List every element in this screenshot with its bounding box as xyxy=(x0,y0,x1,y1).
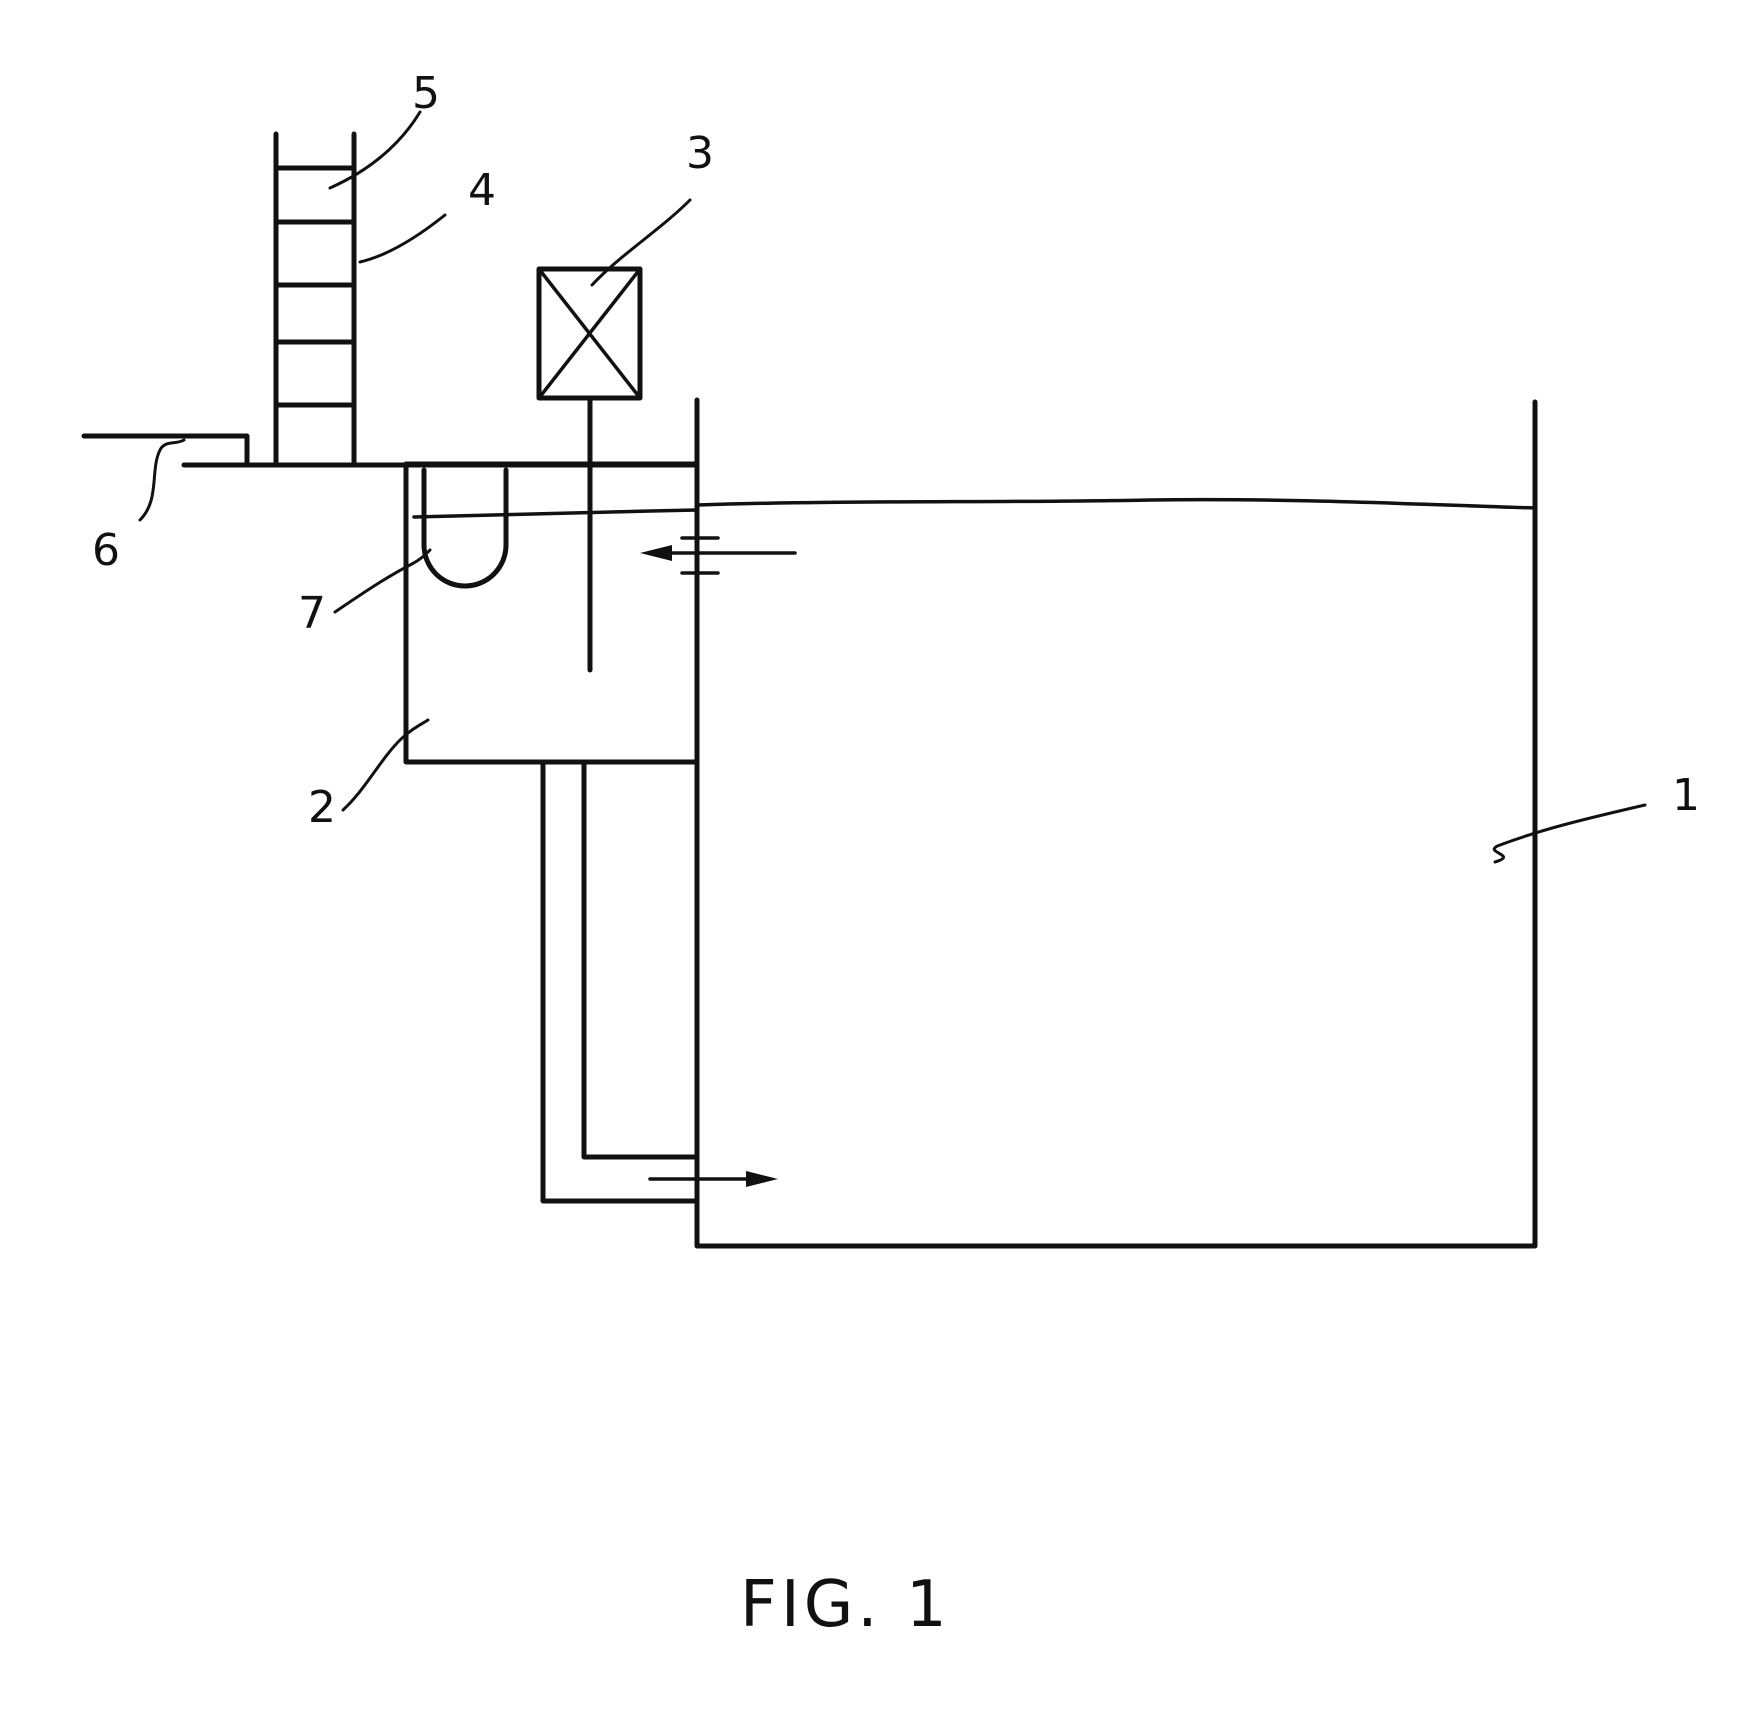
liquid-level-line xyxy=(695,497,1537,510)
ref-label-5: 5 xyxy=(412,68,440,119)
inflow-arrow xyxy=(640,536,797,575)
motor-box xyxy=(536,266,643,401)
ref-label-6: 6 xyxy=(92,525,120,576)
ref-label-7: 7 xyxy=(298,588,326,639)
ref-label-1: 1 xyxy=(1672,770,1700,821)
figure-caption: FIG. 1 xyxy=(740,1568,951,1642)
main-tank xyxy=(694,397,1538,1249)
ref-label-4: 4 xyxy=(468,165,496,216)
packed-column xyxy=(273,131,357,468)
ref-label-3: 3 xyxy=(686,128,714,179)
leader-lines xyxy=(138,110,1647,864)
discharge-pipe xyxy=(540,759,778,1204)
u-tube xyxy=(421,467,509,589)
inlet-pipe xyxy=(81,433,250,468)
ref-label-2: 2 xyxy=(308,782,336,833)
